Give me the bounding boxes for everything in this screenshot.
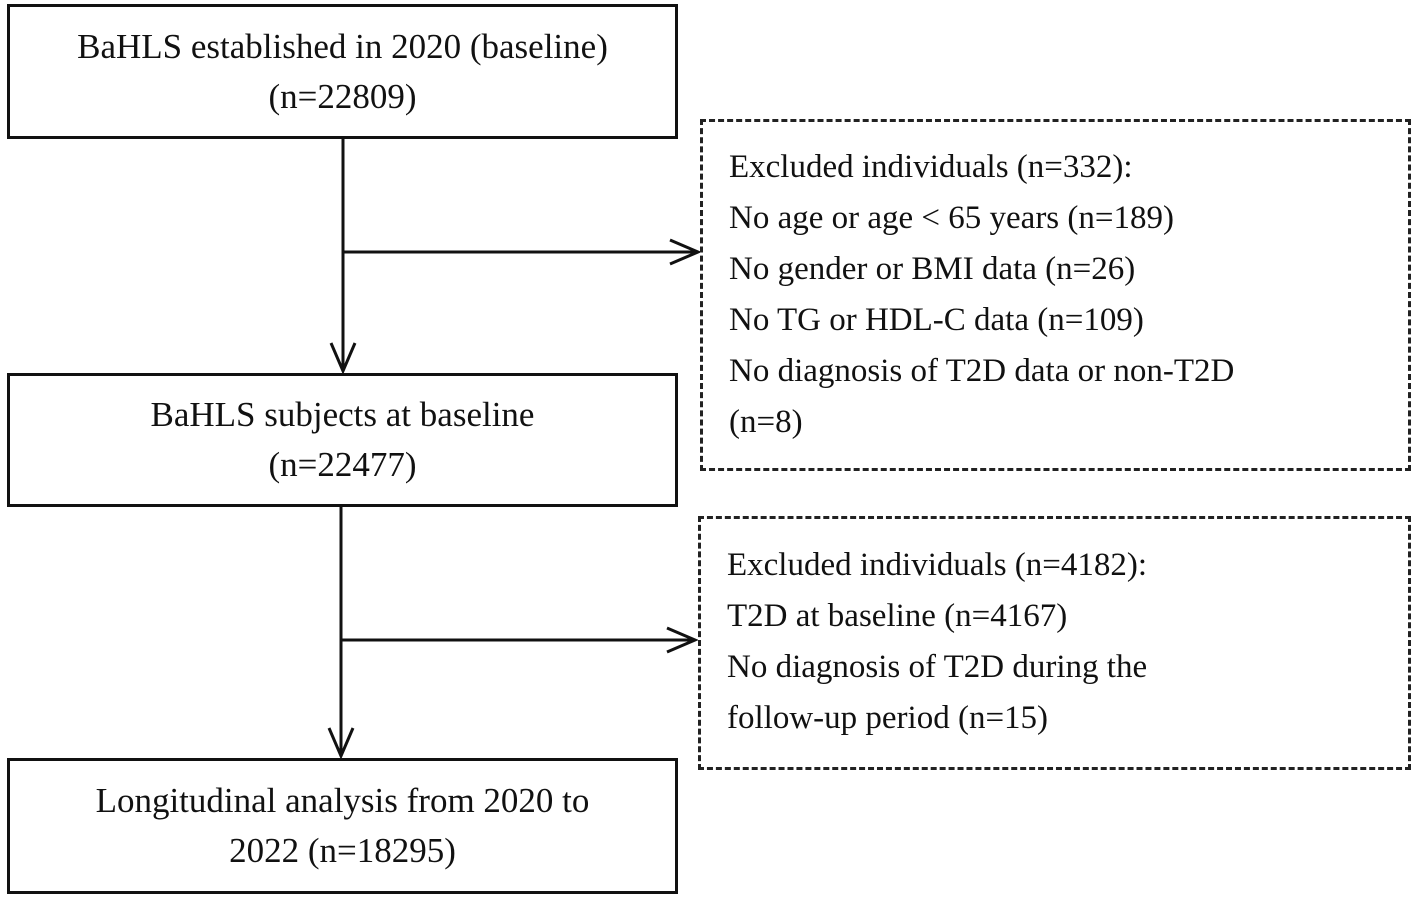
exclusion-2-item: T2D at baseline (n=4167): [727, 598, 1068, 634]
exclusion-1-header: Excluded individuals (n=332):: [729, 149, 1133, 185]
node-longitudinal-line2: 2022 (n=18295): [229, 831, 456, 870]
exclusion-1-item: No TG or HDL-C data (n=109): [729, 302, 1144, 338]
exclusion-box-2: Excluded individuals (n=4182): T2D at ba…: [698, 516, 1411, 770]
node-established: BaHLS established in 2020 (baseline) (n=…: [7, 4, 678, 139]
node-baseline-line1: BaHLS subjects at baseline: [150, 395, 535, 434]
exclusion-2-item: No diagnosis of T2D during the: [727, 649, 1148, 685]
exclusion-1-item: No diagnosis of T2D data or non-T2D: [729, 353, 1235, 389]
node-baseline-line2: (n=22477): [268, 445, 417, 484]
node-baseline-subjects: BaHLS subjects at baseline (n=22477): [7, 373, 678, 507]
node-longitudinal: Longitudinal analysis from 2020 to 2022 …: [7, 758, 678, 894]
exclusion-1-item: No gender or BMI data (n=26): [729, 251, 1136, 287]
exclusion-1-item: No age or age < 65 years (n=189): [729, 200, 1174, 236]
node-longitudinal-line1: Longitudinal analysis from 2020 to: [95, 781, 590, 820]
exclusion-2-header: Excluded individuals (n=4182):: [727, 547, 1148, 583]
node-established-line2: (n=22809): [268, 76, 417, 116]
exclusion-box-1: Excluded individuals (n=332): No age or …: [700, 119, 1411, 471]
node-established-line1: BaHLS established in 2020 (baseline): [77, 26, 608, 66]
exclusion-1-item: (n=8): [729, 404, 803, 440]
exclusion-2-item: follow-up period (n=15): [727, 700, 1049, 736]
